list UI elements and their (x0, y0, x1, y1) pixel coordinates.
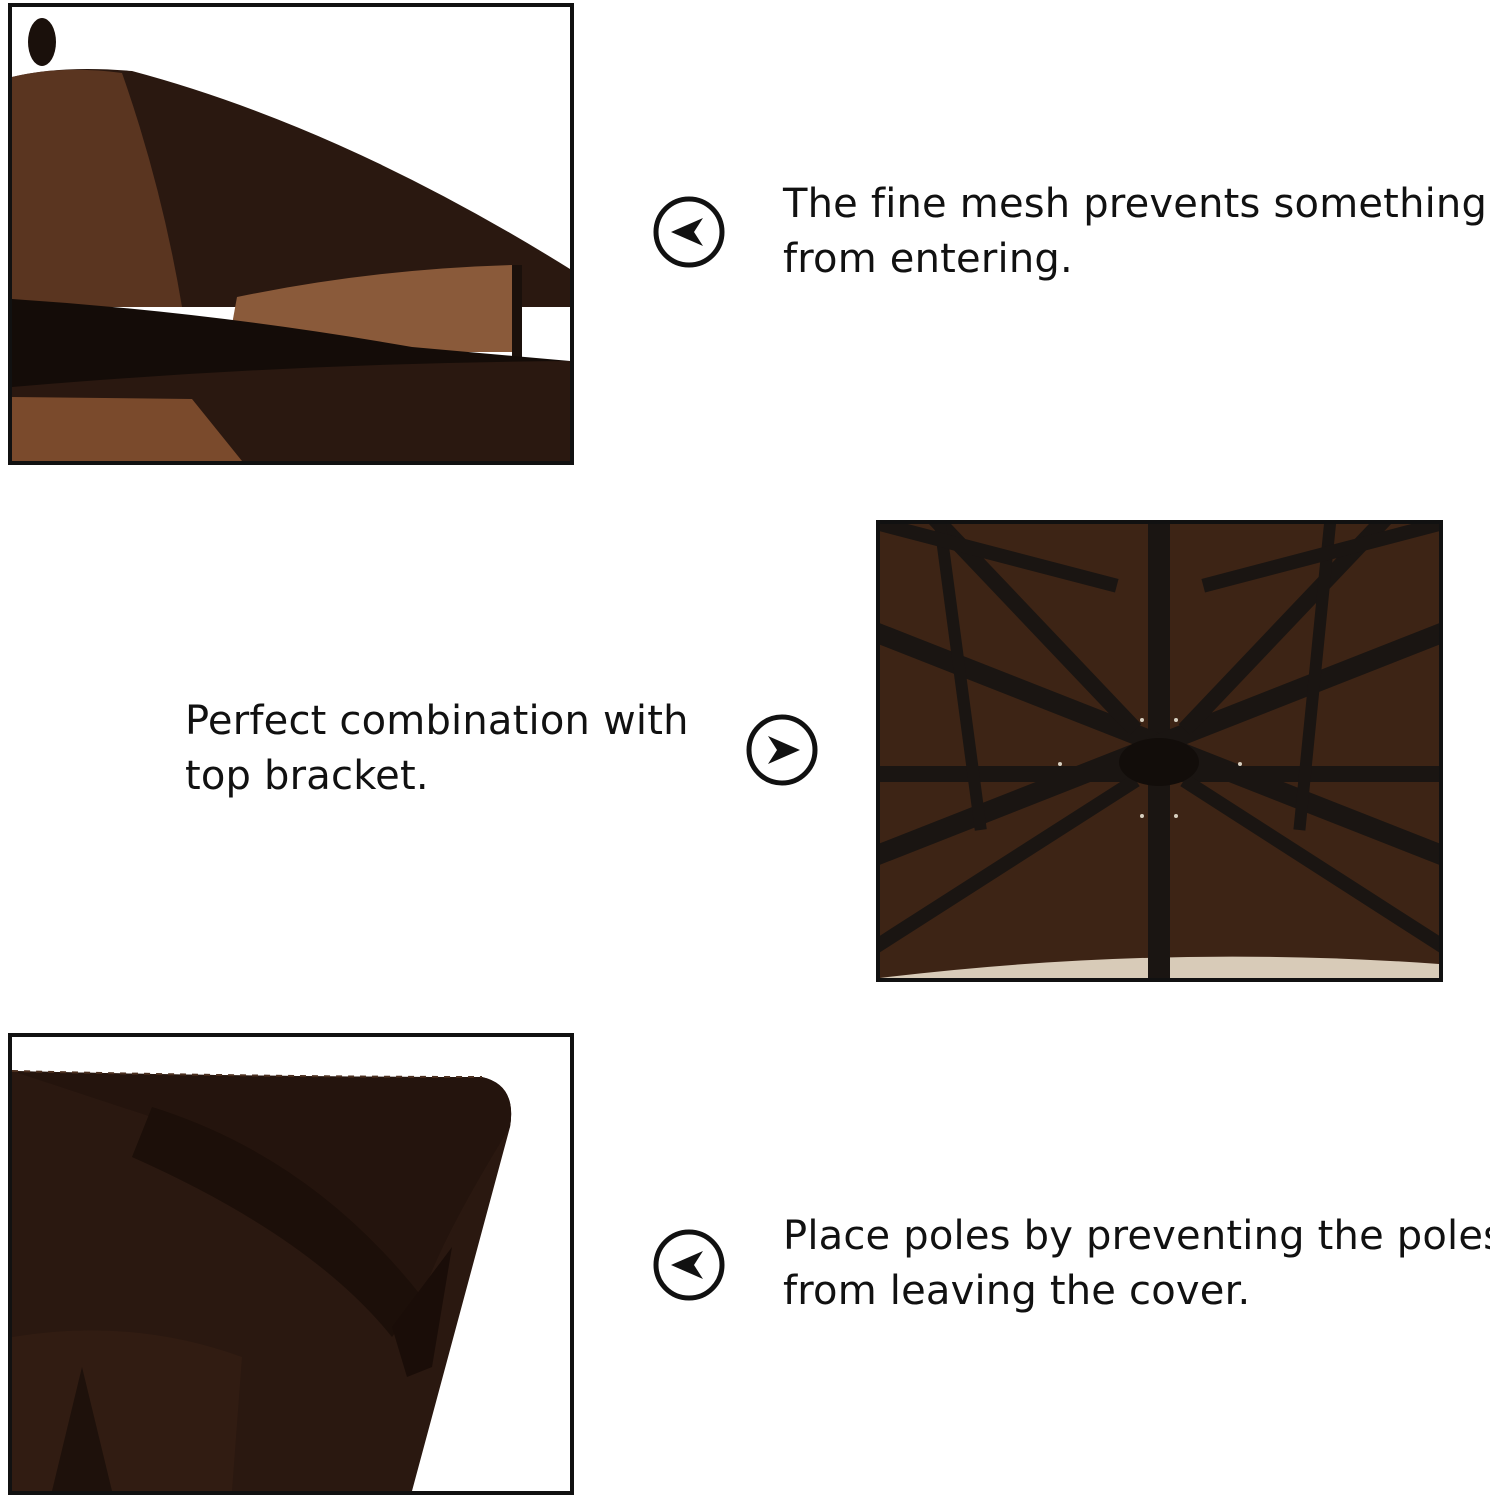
caption-line: The fine mesh prevents something (783, 181, 1488, 227)
arrow-left-icon (653, 196, 725, 268)
arrow-left-icon (653, 1229, 725, 1301)
caption-line: Perfect combination with (185, 698, 689, 744)
caption-line: Place poles by preventing the poles (783, 1213, 1490, 1259)
caption-line: from entering. (783, 236, 1073, 282)
gazebo-corner-pocket-photo (8, 1033, 574, 1495)
gazebo-roof-mesh-photo (8, 3, 574, 465)
caption-line: top bracket. (185, 753, 429, 799)
feature-caption-poles: Place poles by preventing the poles from… (783, 1209, 1490, 1319)
arrow-right-icon (746, 714, 818, 786)
feature-caption-bracket: Perfect combination with top bracket. (185, 694, 689, 804)
feature-caption-mesh: The fine mesh prevents something from en… (783, 177, 1487, 287)
caption-line: from leaving the cover. (783, 1268, 1251, 1314)
gazebo-frame-underside-photo (876, 520, 1443, 982)
